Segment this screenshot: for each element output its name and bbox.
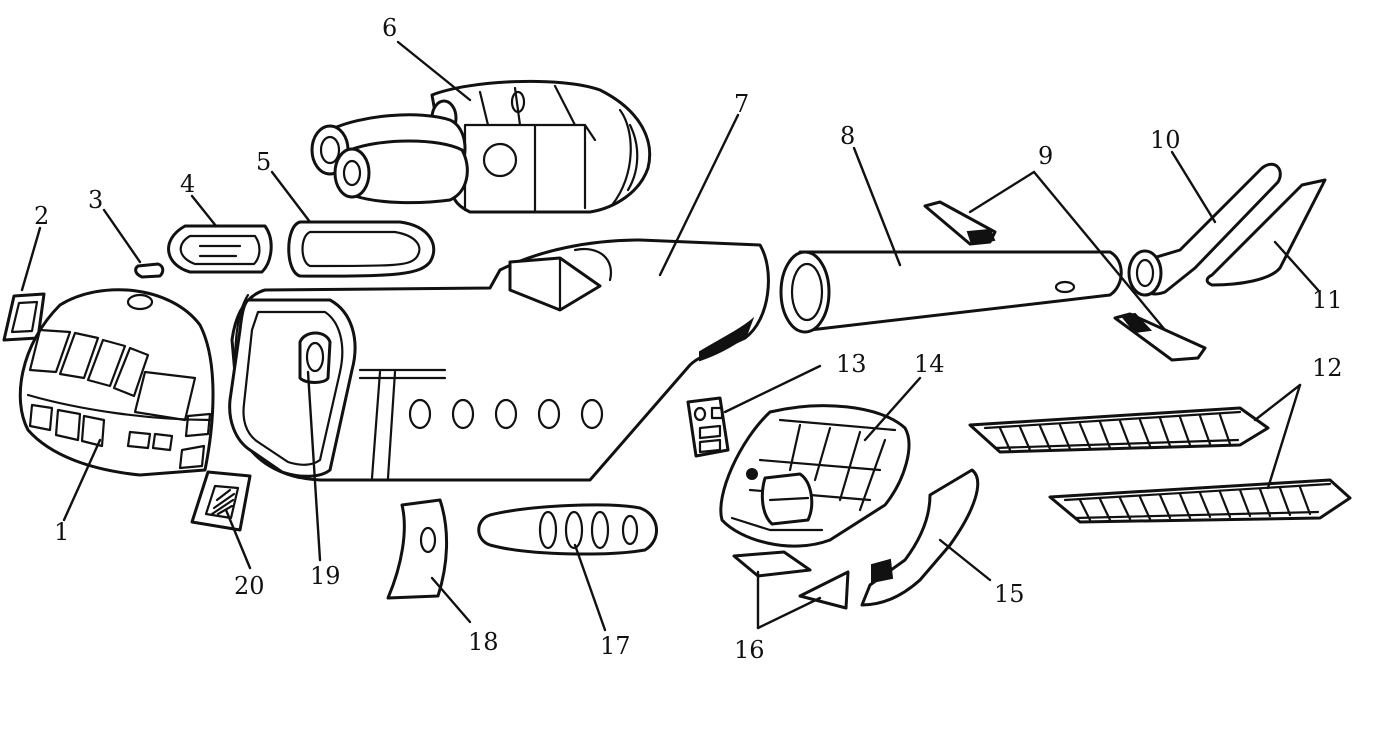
leader-17 (573, 543, 607, 632)
small-plate-upper-part (732, 550, 812, 578)
leader-9a (968, 170, 1036, 214)
callout-10: 10 (1150, 126, 1181, 154)
leader-12b (1266, 383, 1302, 490)
callout-8: 8 (840, 122, 855, 150)
hatch-window-part (190, 470, 252, 532)
tail-pylon-part (1127, 162, 1282, 297)
tail-fin-part (1205, 178, 1327, 287)
air-intake-part (167, 224, 273, 274)
lower-fairing-part (860, 468, 980, 607)
callout-9: 9 (1038, 142, 1053, 170)
leader-4 (190, 194, 218, 228)
callout-3: 3 (88, 186, 103, 214)
callout-17: 17 (600, 632, 631, 660)
leader-11 (1273, 240, 1320, 292)
leader-13 (723, 364, 822, 414)
leader-14 (863, 376, 922, 442)
callout-4: 4 (180, 170, 195, 198)
callout-6: 6 (382, 14, 397, 42)
callout-16: 16 (734, 636, 765, 664)
small-plate-lower-part (798, 570, 850, 610)
stabilizer-upper-part (923, 200, 997, 246)
leader-15 (938, 538, 992, 582)
callout-18: 18 (468, 628, 499, 656)
callout-5: 5 (256, 148, 271, 176)
fuel-tank-part (477, 503, 658, 556)
callout-1: 1 (54, 518, 69, 546)
cowl-panel-part (287, 220, 436, 278)
leader-19 (306, 370, 322, 562)
rotor-blade-lower-part (1048, 478, 1352, 524)
curved-side-panel-part (386, 498, 448, 600)
callout-14: 14 (914, 350, 945, 378)
callout-15: 15 (994, 580, 1025, 608)
nose-cockpit-part (18, 288, 215, 477)
tail-boom-part (779, 250, 1123, 334)
fuselage-part (228, 238, 770, 482)
callout-12: 12 (1312, 354, 1343, 382)
callout-13: 13 (836, 350, 867, 378)
callout-2: 2 (34, 202, 49, 230)
small-window-part (134, 262, 165, 279)
callout-11: 11 (1312, 286, 1343, 314)
leader-lines (20, 40, 1320, 632)
leader-3 (102, 208, 142, 264)
callout-20: 20 (234, 572, 265, 600)
leader-9b (1032, 170, 1167, 332)
leader-5 (270, 170, 312, 224)
leader-10 (1170, 150, 1217, 224)
door-window-part (298, 331, 332, 384)
leader-8 (852, 146, 902, 267)
leader-1 (62, 438, 102, 522)
vent-panel-part (686, 396, 730, 458)
callout-labels: 1 2 3 4 5 6 7 8 9 10 11 12 13 14 15 16 1… (34, 14, 1343, 664)
stabilizer-lower-part (1113, 312, 1207, 362)
cockpit-interior-part (719, 404, 911, 548)
engine-cowling-part (310, 79, 652, 214)
callout-19: 19 (310, 562, 341, 590)
leader-18 (430, 576, 472, 624)
leader-6 (396, 40, 472, 102)
rotor-blade-upper-part (968, 406, 1270, 454)
leader-16b (756, 596, 822, 630)
leader-2 (20, 226, 42, 292)
leader-12a (1253, 383, 1302, 422)
callout-7: 7 (734, 90, 749, 118)
leader-7 (658, 113, 740, 277)
leader-20 (224, 508, 252, 570)
